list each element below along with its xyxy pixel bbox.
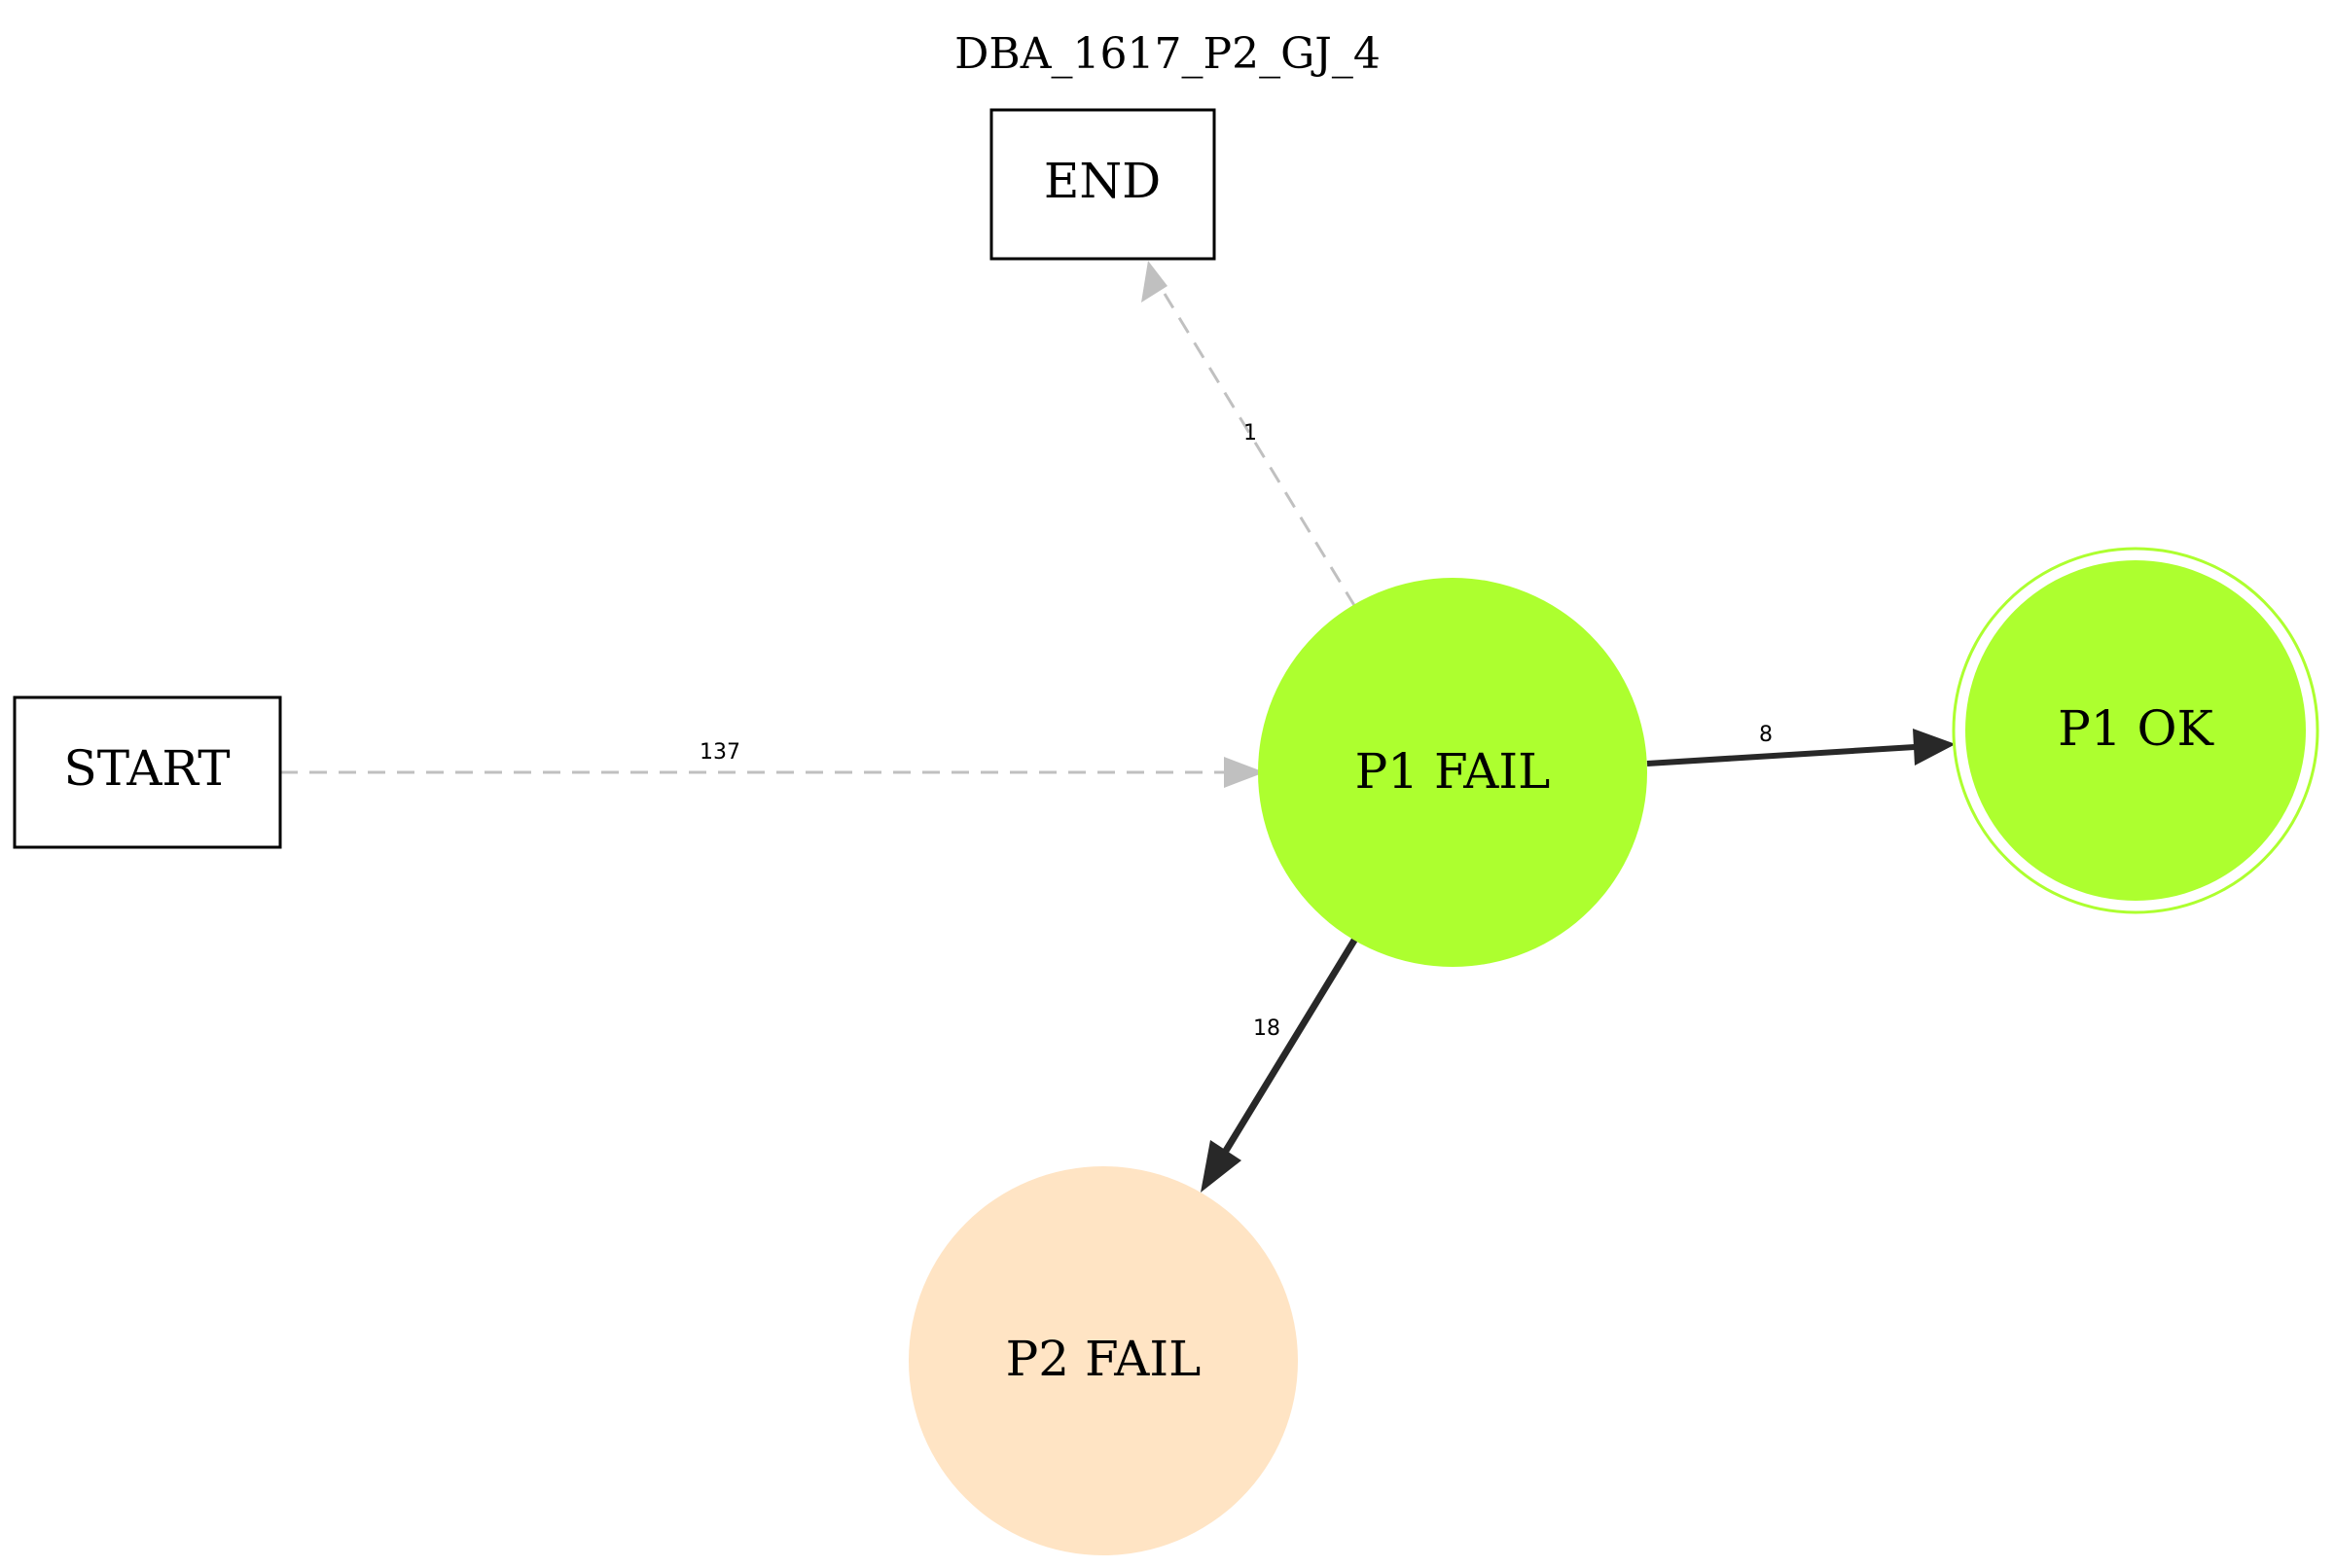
node-p1-ok-label: P1 OK bbox=[2058, 700, 2214, 757]
node-p1-fail: P1 FAIL bbox=[1258, 578, 1647, 967]
edge-label-18: 18 bbox=[1253, 1016, 1280, 1041]
edge-start-to-p1-fail: 137 bbox=[280, 740, 1265, 788]
edge-label-1: 1 bbox=[1243, 421, 1257, 445]
node-p1-ok: P1 OK bbox=[1952, 547, 2319, 914]
node-p1-fail-label: P1 FAIL bbox=[1355, 743, 1551, 800]
edge-p1-fail-to-p2-fail: 18 bbox=[1201, 937, 1358, 1193]
edge-p1-fail-to-p1-ok: 8 bbox=[1646, 723, 1956, 766]
edge-label-137: 137 bbox=[700, 740, 740, 765]
node-p2-fail: P2 FAIL bbox=[909, 1166, 1298, 1555]
node-end: END bbox=[989, 108, 1216, 261]
node-start-label: START bbox=[63, 740, 230, 797]
edge-label-8: 8 bbox=[1759, 723, 1773, 747]
edge-p1-fail-to-end: 1 bbox=[1141, 261, 1357, 608]
node-end-label: END bbox=[1044, 153, 1161, 209]
node-start: START bbox=[13, 695, 282, 849]
diagram-title: DBA_1617_P2_GJ_4 bbox=[954, 29, 1381, 79]
node-p2-fail-label: P2 FAIL bbox=[1006, 1331, 1202, 1387]
